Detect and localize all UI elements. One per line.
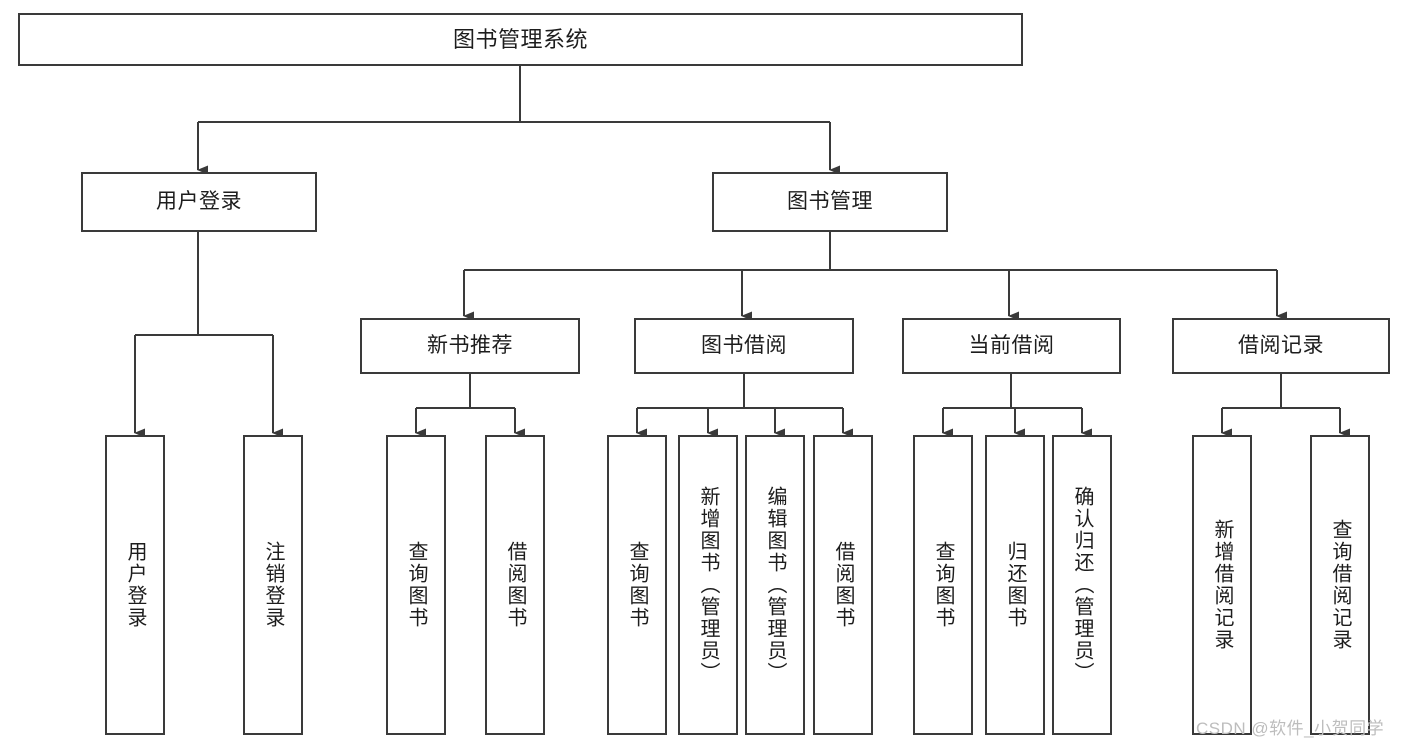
node-label: 用户登录 <box>156 189 242 213</box>
node-label: 查询图书 <box>932 541 954 629</box>
node-leaf-query-record[interactable]: 查询借阅记录 <box>1310 435 1370 735</box>
node-user-login[interactable]: 用户登录 <box>81 172 317 232</box>
node-leaf-query-book-2[interactable]: 查询图书 <box>607 435 667 735</box>
node-label: 查询借阅记录 <box>1329 519 1351 651</box>
node-leaf-add-book[interactable]: 新增图书（管理员） <box>678 435 738 735</box>
node-leaf-query-book-3[interactable]: 查询图书 <box>913 435 973 735</box>
node-new-book-rec[interactable]: 新书推荐 <box>360 318 580 374</box>
node-book-borrow[interactable]: 图书借阅 <box>634 318 854 374</box>
node-leaf-query-book-1[interactable]: 查询图书 <box>386 435 446 735</box>
node-label: 新书推荐 <box>427 333 513 357</box>
node-leaf-borrow-book-1[interactable]: 借阅图书 <box>485 435 545 735</box>
node-leaf-borrow-book-2[interactable]: 借阅图书 <box>813 435 873 735</box>
node-label: 借阅图书 <box>832 541 854 629</box>
node-leaf-return-book[interactable]: 归还图书 <box>985 435 1045 735</box>
node-label: 确认归还（管理员） <box>1071 486 1093 684</box>
node-label: 查询图书 <box>626 541 648 629</box>
node-label: 图书管理 <box>787 189 873 213</box>
node-label: 查询图书 <box>405 541 427 629</box>
node-root[interactable]: 图书管理系统 <box>18 13 1023 66</box>
node-borrow-record[interactable]: 借阅记录 <box>1172 318 1390 374</box>
node-label: 图书管理系统 <box>452 26 588 52</box>
node-leaf-user-login[interactable]: 用户登录 <box>105 435 165 735</box>
node-leaf-user-logout[interactable]: 注销登录 <box>243 435 303 735</box>
node-label: 当前借阅 <box>968 333 1055 357</box>
node-label: 借阅记录 <box>1238 333 1324 357</box>
node-label: 图书借阅 <box>701 333 787 357</box>
node-label: 新增图书（管理员） <box>697 486 719 684</box>
node-current-borrow[interactable]: 当前借阅 <box>902 318 1121 374</box>
node-label: 编辑图书（管理员） <box>764 486 786 684</box>
node-label: 注销登录 <box>262 541 284 629</box>
node-label: 借阅图书 <box>504 541 526 629</box>
connector-group <box>133 66 1350 438</box>
node-leaf-confirm-return[interactable]: 确认归还（管理员） <box>1052 435 1112 735</box>
node-book-manage[interactable]: 图书管理 <box>712 172 948 232</box>
node-label: 用户登录 <box>124 541 146 629</box>
node-label: 新增借阅记录 <box>1211 519 1233 651</box>
node-leaf-edit-book[interactable]: 编辑图书（管理员） <box>745 435 805 735</box>
node-label: 归还图书 <box>1004 541 1026 629</box>
node-leaf-add-record[interactable]: 新增借阅记录 <box>1192 435 1252 735</box>
